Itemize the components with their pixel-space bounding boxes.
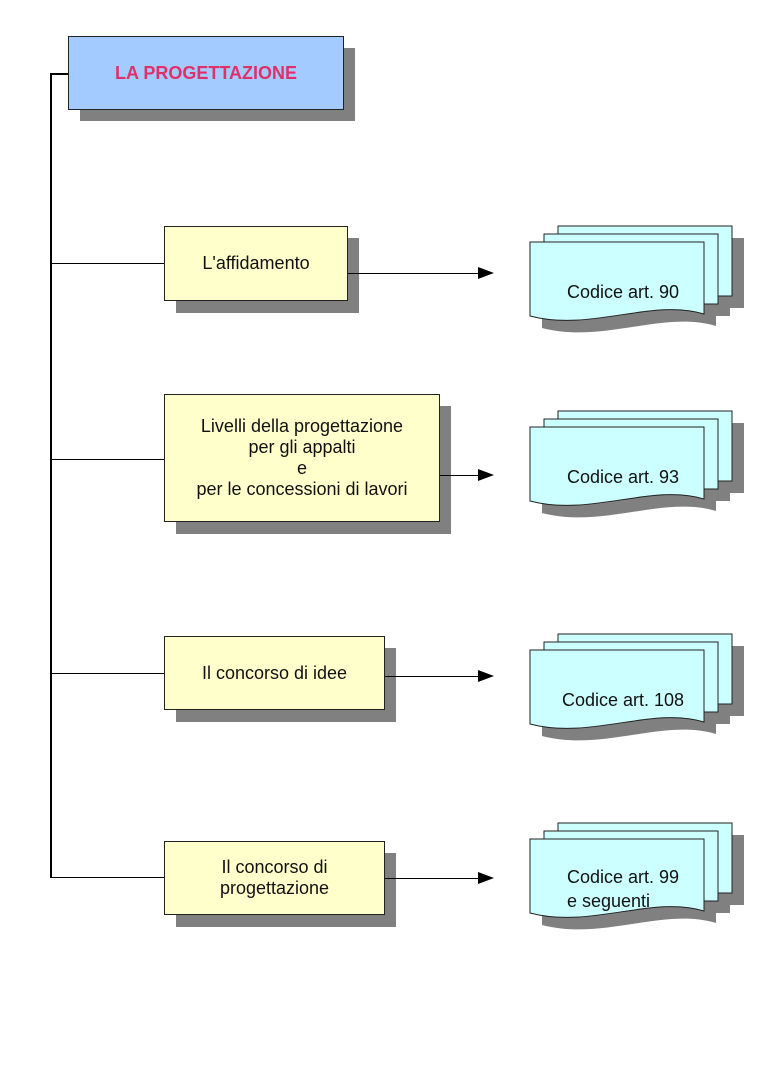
branch-connector-2: [51, 459, 164, 460]
document-stack-art-99[interactable]: Codice art. 99 e seguenti: [529, 822, 746, 933]
arrow-head-icon-4: [478, 872, 494, 884]
document-front-sheet: [529, 426, 705, 506]
arrow-line-3: [385, 676, 480, 677]
document-reference-label: Codice art. 90: [566, 282, 680, 302]
document-stack-art-90[interactable]: Codice art. 90: [529, 225, 746, 336]
branch-connector-1: [51, 263, 164, 264]
document-front-sheet: [529, 649, 705, 729]
document-stack-graphic: [529, 410, 744, 518]
item-label: Il concorso di progettazione: [219, 857, 330, 898]
document-stack-art-93[interactable]: Codice art. 93: [529, 410, 746, 521]
document-stack-graphic: [529, 822, 744, 930]
item-label: Livelli della progettazione per gli appa…: [196, 416, 408, 499]
document-reference-label: Codice art. 93: [566, 467, 680, 487]
arrow-line-4: [385, 878, 480, 879]
document-reference-label: Codice art. 99 e seguenti: [566, 867, 680, 911]
arrow-line-1: [348, 273, 480, 274]
arrow-line-2: [440, 475, 480, 476]
branch-connector-4: [51, 877, 164, 878]
document-reference-label: Codice art. 108: [561, 690, 685, 710]
document-stack-art-108[interactable]: Codice art. 108: [529, 633, 746, 744]
item-box-affidamento[interactable]: L'affidamento: [164, 226, 348, 301]
item-box-concorso-progettazione[interactable]: Il concorso di progettazione: [164, 841, 385, 915]
arrow-head-icon-3: [478, 670, 494, 682]
arrow-head-icon-2: [478, 469, 494, 481]
arrow-head-icon-1: [478, 267, 494, 279]
document-stack-graphic: [529, 633, 744, 741]
document-front-sheet: [529, 241, 705, 321]
item-box-livelli-progettazione[interactable]: Livelli della progettazione per gli appa…: [164, 394, 440, 522]
item-label: L'affidamento: [202, 253, 310, 273]
trunk-connector-top: [51, 73, 69, 75]
trunk-connector-vertical: [50, 73, 52, 878]
branch-connector-3: [51, 673, 164, 674]
item-box-concorso-idee[interactable]: Il concorso di idee: [164, 636, 385, 710]
title-box[interactable]: LA PROGETTAZIONE: [68, 36, 344, 110]
document-front-sheet: [529, 838, 705, 918]
document-stack-graphic: [529, 225, 744, 333]
item-label: Il concorso di idee: [201, 662, 348, 683]
title-text: LA PROGETTAZIONE: [115, 62, 297, 83]
